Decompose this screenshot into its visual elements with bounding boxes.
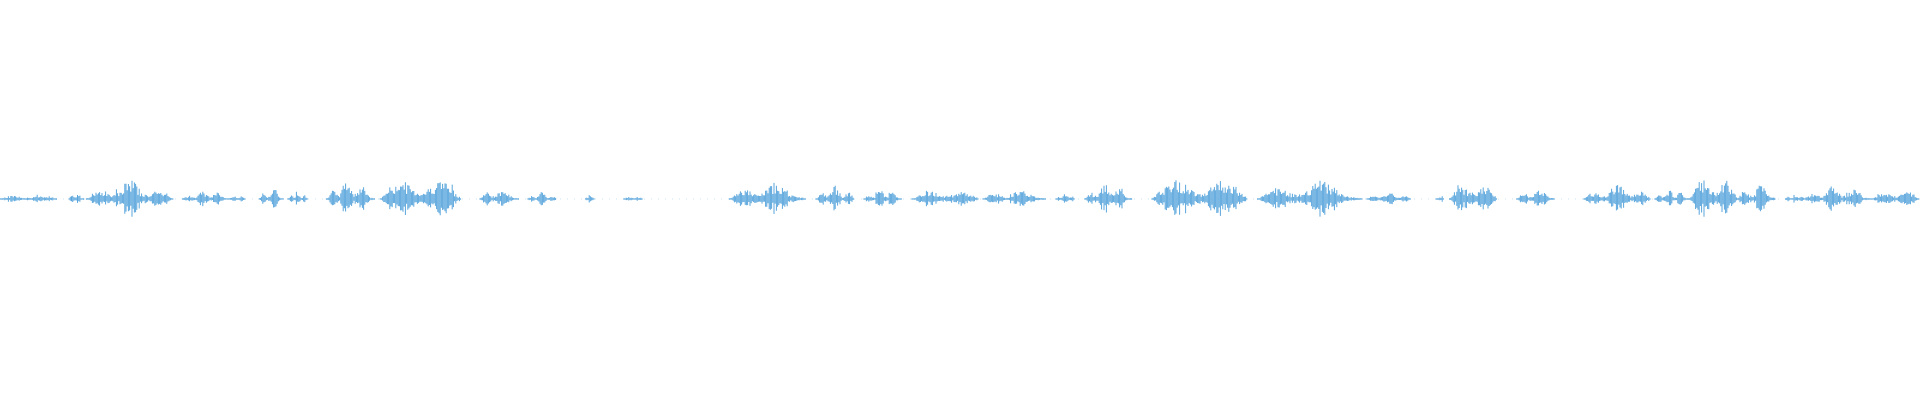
waveform-burst <box>1785 195 1805 203</box>
waveform-burst <box>258 190 284 208</box>
waveform-burst <box>479 192 519 206</box>
waveform-burst <box>1737 185 1776 212</box>
waveform-segment <box>1804 186 1872 211</box>
waveform-burst <box>379 182 462 216</box>
waveform-burst <box>1435 196 1444 202</box>
waveform-burst <box>85 180 174 217</box>
waveform-segment <box>0 194 57 203</box>
waveform-burst <box>1689 180 1737 217</box>
waveform-burst <box>0 194 57 203</box>
waveform-burst <box>1084 185 1133 213</box>
waveform-segment <box>379 182 462 216</box>
waveform-segment <box>1449 185 1497 211</box>
waveform-segment <box>68 195 84 203</box>
waveform-burst <box>1257 180 1363 217</box>
waveform-segment <box>1084 185 1133 213</box>
waveform-segment <box>1151 180 1248 216</box>
waveform-segment <box>729 182 806 214</box>
waveform-segment <box>1583 185 1651 211</box>
waveform-segment <box>1257 180 1363 217</box>
waveform-burst <box>527 192 557 206</box>
waveform-burst <box>325 183 375 212</box>
waveform-segment <box>1516 190 1555 206</box>
waveform-burst <box>1654 190 1690 206</box>
waveform-segment <box>1871 192 1920 205</box>
waveform-burst <box>623 197 643 201</box>
waveform-segment <box>287 191 308 205</box>
waveform-segment <box>863 191 902 206</box>
waveform-segment <box>1654 190 1690 206</box>
waveform-burst <box>1366 193 1411 205</box>
waveform-segment <box>1689 180 1737 217</box>
waveform-segment <box>815 185 854 211</box>
waveform-segment <box>1737 185 1776 212</box>
waveform-burst <box>585 195 595 203</box>
waveform-burst <box>982 191 1046 206</box>
waveform-burst <box>229 196 246 202</box>
waveform-segment <box>258 190 284 208</box>
waveform-burst <box>1871 192 1920 205</box>
waveform-burst <box>729 182 806 214</box>
waveform-burst <box>911 190 979 207</box>
waveform-segment <box>527 192 557 206</box>
waveform-segment <box>1055 194 1075 203</box>
waveform-burst <box>1449 185 1497 211</box>
waveform-segment <box>325 183 375 212</box>
waveform-segment <box>85 180 174 217</box>
waveform-segment <box>1435 196 1444 202</box>
waveform-segment <box>181 191 231 207</box>
waveform-segment <box>1785 195 1805 203</box>
waveform-segment <box>229 196 246 202</box>
waveform-burst <box>1516 190 1555 206</box>
waveform-segment <box>982 191 1046 206</box>
waveform-segment <box>479 192 519 206</box>
waveform-segment <box>911 190 979 207</box>
waveform-burst <box>287 191 308 205</box>
waveform-burst <box>181 191 231 207</box>
waveform-burst <box>1151 180 1248 216</box>
waveform-burst <box>1583 185 1651 211</box>
waveform-burst <box>863 191 902 206</box>
waveform-segment <box>1366 193 1411 205</box>
waveform-segment <box>585 195 595 203</box>
waveform-segment <box>623 197 643 201</box>
waveform-burst <box>815 185 854 211</box>
waveform-burst <box>1055 194 1075 203</box>
waveform-burst <box>1804 186 1872 211</box>
waveform-burst <box>68 195 84 203</box>
